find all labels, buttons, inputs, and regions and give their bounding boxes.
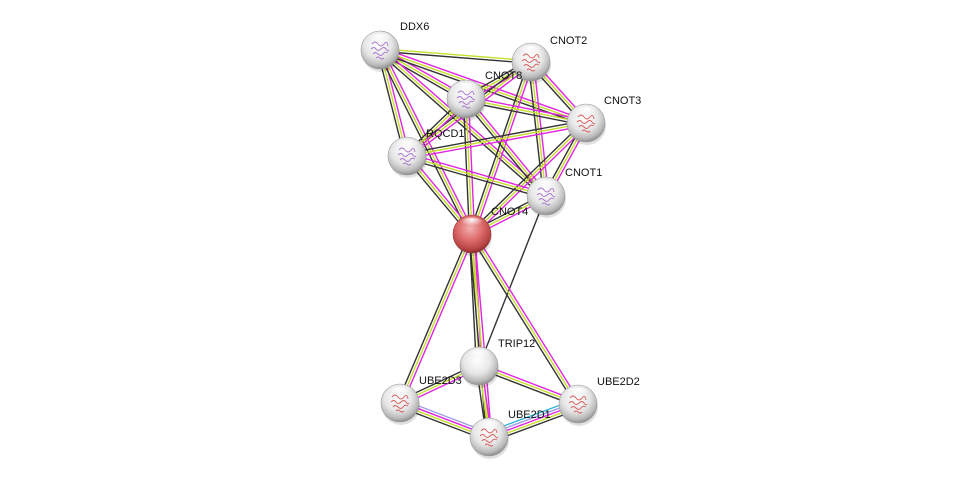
node-cnot3[interactable]: CNOT3 <box>566 95 641 145</box>
node-highlight <box>395 139 419 152</box>
node-ube2d3[interactable]: UBE2D3 <box>380 375 462 425</box>
edge-line-experiments <box>467 98 476 234</box>
edge-line-textmining <box>406 122 587 157</box>
node-highlight <box>534 179 558 192</box>
edge-ddx6-cnot2[interactable] <box>379 48 532 64</box>
node-ddx6[interactable]: DDX6 <box>360 21 429 72</box>
edge-line-experiments <box>407 152 547 195</box>
edge-line-textmining <box>399 233 473 404</box>
node-cnot1[interactable]: CNOT1 <box>526 167 602 218</box>
edge-cnot8-cnot4[interactable] <box>462 98 476 235</box>
edge-line-experiments <box>473 232 581 403</box>
node-highlight <box>467 349 491 362</box>
edge-line-textmining <box>465 98 587 124</box>
node-label: CNOT2 <box>550 35 587 47</box>
node-highlight <box>368 33 392 46</box>
edge-line-experiments <box>473 233 493 437</box>
node-highlight <box>388 386 412 399</box>
node-layer: DDX6CNOT2CNOT8CNOT3RQCD1CNOT1CNOT4TRIP12… <box>360 21 641 459</box>
edge-line-coexpression <box>377 51 545 199</box>
edge-line-coexpression <box>465 100 586 127</box>
edge-line-textmining <box>471 233 579 405</box>
node-highlight <box>566 387 590 400</box>
edge-line-coexpression <box>468 234 488 438</box>
node-label: DDX6 <box>400 21 429 33</box>
node-highlight <box>460 217 484 230</box>
node-highlight <box>574 106 598 119</box>
edge-line-coexpression <box>406 157 546 200</box>
node-label: UBE2D3 <box>419 375 462 387</box>
edge-rqcd1-cnot1[interactable] <box>406 152 547 200</box>
edge-cnot4-ube2d3[interactable] <box>396 232 476 405</box>
node-label: CNOT8 <box>485 70 522 82</box>
edge-cnot8-cnot3[interactable] <box>465 95 587 127</box>
node-ube2d1[interactable]: UBE2D1 <box>469 409 551 459</box>
node-ube2d2[interactable]: UBE2D2 <box>558 376 640 426</box>
edge-line-experiments <box>466 95 587 122</box>
node-cnot4[interactable]: CNOT4 <box>452 206 528 256</box>
edge-line-textmining <box>406 155 547 197</box>
edge-line-textmining <box>471 122 587 235</box>
edge-line-textmining <box>465 98 547 197</box>
node-label: RQCD1 <box>426 128 465 140</box>
node-label: TRIP12 <box>498 338 535 350</box>
edge-line-experiments <box>380 46 588 122</box>
protein-structure-icon <box>521 53 541 72</box>
edge-line-experiments <box>407 124 587 160</box>
node-rqcd1[interactable]: RQCD1 <box>387 128 465 178</box>
edge-line-coexpression <box>379 50 531 64</box>
edge-line-experiments <box>401 234 476 405</box>
edge-line-coexpression <box>396 232 471 403</box>
node-label: UBE2D2 <box>597 376 640 388</box>
edge-cnot3-rqcd1[interactable] <box>406 119 587 160</box>
edge-line-textmining <box>465 98 473 235</box>
edge-line-experiments <box>381 48 475 234</box>
node-label: UBE2D1 <box>508 409 551 421</box>
node-trip12[interactable]: TRIP12 <box>459 338 535 388</box>
edge-line-coexpression <box>469 120 585 233</box>
node-label: CNOT3 <box>604 95 641 107</box>
edge-cnot4-ube2d2[interactable] <box>469 232 581 406</box>
node-label: CNOT1 <box>565 167 602 179</box>
node-label: CNOT4 <box>491 206 528 218</box>
node-highlight <box>454 82 478 95</box>
edge-line-coexpression <box>406 119 586 155</box>
edge-line-experiments <box>467 96 549 195</box>
edge-line-textmining <box>471 61 532 235</box>
edge-cnot3-cnot4[interactable] <box>469 120 589 237</box>
edge-cnot1-trip12[interactable] <box>478 195 547 367</box>
edge-line-textmining <box>380 48 532 62</box>
node-highlight <box>519 45 543 58</box>
edge-line-textmining <box>379 49 547 197</box>
edge-line-coexpression <box>468 60 530 234</box>
node-cnot2[interactable]: CNOT2 <box>511 35 587 84</box>
edge-line-experiments <box>473 124 589 237</box>
node-highlight <box>477 420 501 433</box>
node-cnot8[interactable]: CNOT8 <box>446 70 522 121</box>
edge-line-coexpression <box>478 195 547 367</box>
edge-line-coexpression <box>469 235 577 406</box>
edge-line-coexpression <box>462 99 471 235</box>
